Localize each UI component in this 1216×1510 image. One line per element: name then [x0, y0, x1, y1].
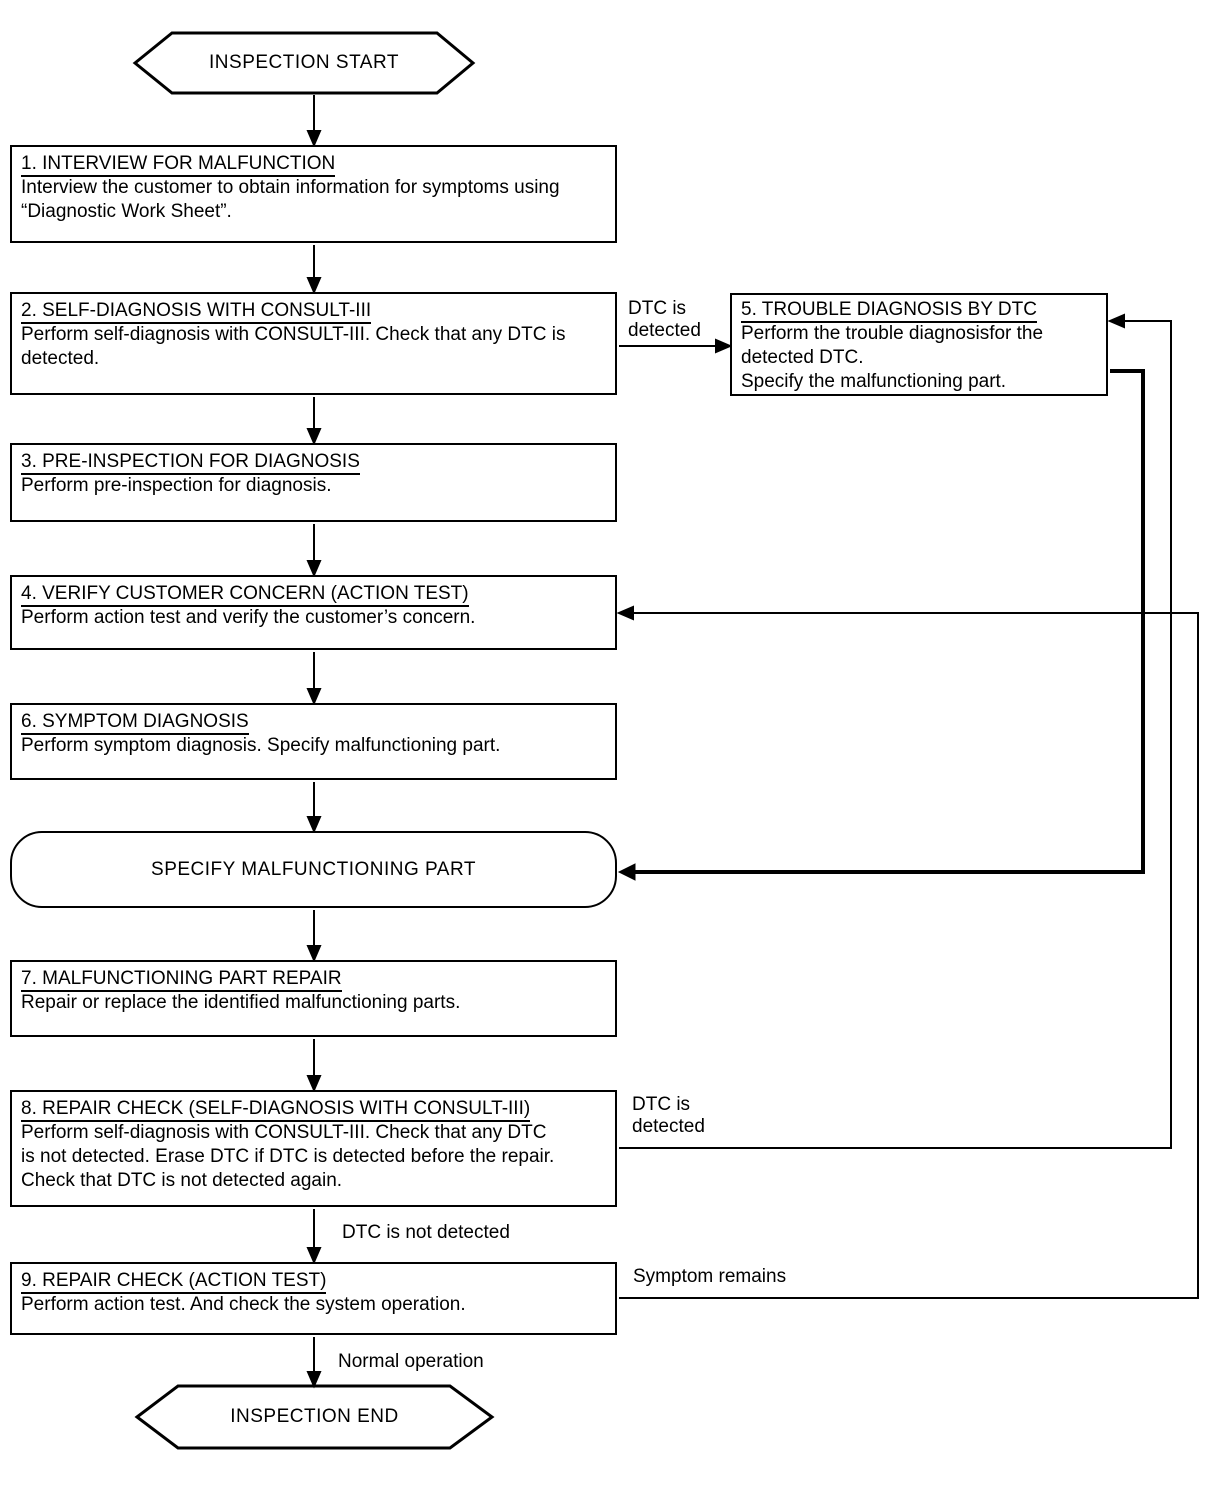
node1-title: 1. INTERVIEW FOR MALFUNCTION	[21, 153, 336, 177]
connector-node2-to-node5-dtc-detected	[619, 338, 733, 354]
node6-body: Perform symptom diagnosis. Specify malfu…	[21, 735, 501, 756]
edge-label-dtc-detected-bottom: DTC is detected	[632, 1094, 705, 1137]
node3-title: 3. PRE-INSPECTION FOR DIAGNOSIS	[21, 451, 360, 475]
flow-node-8-repair-check-self-diagnosis: 8. REPAIR CHECK (SELF-DIAGNOSIS WITH CON…	[10, 1090, 617, 1207]
connector-node9-to-end-normal-operation	[306, 1337, 322, 1389]
connector-node3-to-node4	[306, 524, 322, 578]
flow-node-2-self-diagnosis-consult: 2. SELF-DIAGNOSIS WITH CONSULT-III Perfo…	[10, 292, 617, 395]
flow-node-4-verify-customer-concern: 4. VERIFY CUSTOMER CONCERN (ACTION TEST)…	[10, 575, 617, 650]
flow-node-3-pre-inspection: 3. PRE-INSPECTION FOR DIAGNOSIS Perform …	[10, 443, 617, 522]
node5-body: Perform the trouble diagnosisfor the det…	[741, 323, 1044, 392]
node4-body: Perform action test and verify the custo…	[21, 607, 476, 628]
node1-body: Interview the customer to obtain informa…	[21, 177, 560, 222]
node7-title: 7. MALFUNCTIONING PART REPAIR	[21, 968, 342, 992]
specify-label: SPECIFY MALFUNCTIONING PART	[151, 858, 476, 880]
node8-body: Perform self-diagnosis with CONSULT-III.…	[21, 1122, 555, 1191]
connector-node2-to-node3	[306, 397, 322, 446]
end-terminator-label: INSPECTION END	[230, 1406, 399, 1427]
node7-body: Repair or replace the identified malfunc…	[21, 992, 461, 1013]
connector-node7-to-node8	[306, 1039, 322, 1093]
connector-node4-to-node6	[306, 652, 322, 706]
edge-label-dtc-not-detected: DTC is not detected	[342, 1222, 510, 1243]
node5-title: 5. TROUBLE DIAGNOSIS BY DTC	[741, 299, 1037, 323]
flow-node-1-interview-for-malfunction: 1. INTERVIEW FOR MALFUNCTION Interview t…	[10, 145, 617, 243]
edge-label-symptom-remains: Symptom remains	[633, 1266, 787, 1287]
node2-body: Perform self-diagnosis with CONSULT-III.…	[21, 324, 566, 369]
start-terminator-shape	[132, 31, 476, 95]
connector-node8-to-node9-dtc-not-detected	[306, 1209, 322, 1265]
node8-title: 8. REPAIR CHECK (SELF-DIAGNOSIS WITH CON…	[21, 1098, 531, 1122]
node9-title: 9. REPAIR CHECK (ACTION TEST)	[21, 1270, 327, 1294]
node2-title: 2. SELF-DIAGNOSIS WITH CONSULT-III	[21, 300, 372, 324]
edge-label-normal-operation: Normal operation	[338, 1351, 484, 1372]
flow-node-specify-malfunctioning-part: SPECIFY MALFUNCTIONING PART	[10, 831, 617, 908]
edge-label-dtc-detected-top: DTC is detected	[628, 298, 701, 341]
connector-start-to-node1	[306, 95, 322, 148]
node9-body: Perform action test. And check the syste…	[21, 1294, 466, 1315]
end-terminator-shape	[134, 1384, 495, 1450]
connector-node5-to-specify	[617, 369, 1145, 881]
flow-node-7-malfunctioning-part-repair: 7. MALFUNCTIONING PART REPAIR Repair or …	[10, 960, 617, 1037]
flow-node-5-trouble-diagnosis-by-dtc: 5. TROUBLE DIAGNOSIS BY DTC Perform the …	[730, 293, 1108, 396]
connector-specify-to-node7	[306, 910, 322, 963]
connector-node8-to-node5-dtc-detected	[619, 313, 1172, 1149]
node4-title: 4. VERIFY CUSTOMER CONCERN (ACTION TEST)	[21, 583, 469, 607]
flow-node-6-symptom-diagnosis: 6. SYMPTOM DIAGNOSIS Perform symptom dia…	[10, 703, 617, 780]
flow-node-9-repair-check-action-test: 9. REPAIR CHECK (ACTION TEST) Perform ac…	[10, 1262, 617, 1335]
node3-body: Perform pre-inspection for diagnosis.	[21, 475, 332, 496]
node6-title: 6. SYMPTOM DIAGNOSIS	[21, 711, 249, 735]
connector-node1-to-node2	[306, 245, 322, 295]
connector-node9-to-node4-symptom-remains	[616, 605, 1199, 1299]
connector-node6-to-specify	[306, 782, 322, 834]
start-terminator-label: INSPECTION START	[209, 52, 399, 73]
